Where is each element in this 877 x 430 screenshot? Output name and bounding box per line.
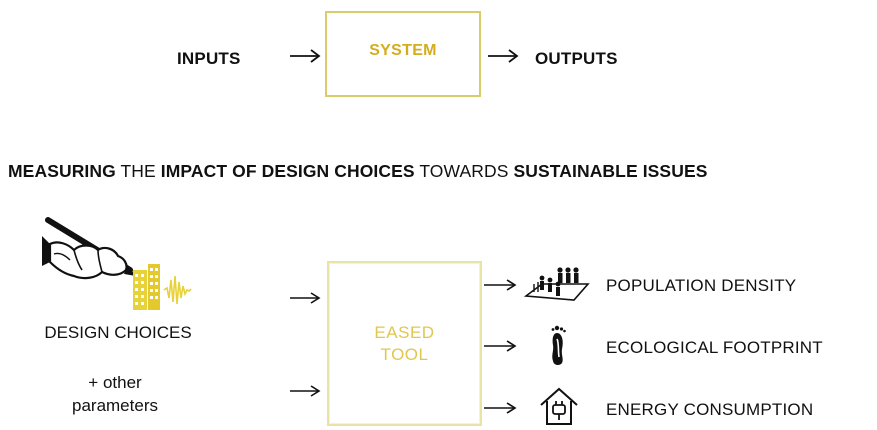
design-choices-label: DESIGN CHOICES [44,323,192,342]
eased-tool-box: EASED TOOL [327,261,482,426]
output-label-energy: ENERGY CONSUMPTION [606,400,814,419]
building-icon [133,264,192,310]
population-density-icon [523,267,590,301]
output-label-population: POPULATION DENSITY [606,276,797,295]
section-heading: MEASURING THE IMPACT OF DESIGN CHOICES T… [8,161,708,182]
heading-sustainable: SUSTAINABLE ISSUES [513,161,708,181]
heading-impact: IMPACT OF DESIGN CHOICES [160,161,415,181]
heading-towards: TOWARDS [414,161,514,181]
tool-line2: TOOL [380,344,429,364]
outputs-label: OUTPUTS [535,49,618,68]
heading-the: THE [115,161,161,181]
arrow-system-to-outputs [488,49,519,63]
arrow-tool-to-energy [484,402,517,414]
heading-measuring: MEASURING [8,161,116,181]
inputs-label: INPUTS [177,49,241,68]
arrow-tool-to-footprint [484,340,517,352]
other-parameters-line1: + other [88,373,142,392]
other-parameters-line2: parameters [72,396,158,415]
footprint-icon [551,325,566,366]
system-box: SYSTEM [325,11,481,97]
tool-line1: EASED [374,322,435,342]
arrow-inputs-to-system [290,49,321,63]
arrow-design-to-tool [290,292,321,304]
arrow-params-to-tool [290,385,321,397]
system-label: SYSTEM [369,42,437,59]
output-label-footprint: ECOLOGICAL FOOTPRINT [606,338,823,357]
house-energy-icon [540,387,578,425]
arrow-tool-to-population [484,279,517,291]
hand-drawing-icon [42,217,136,280]
